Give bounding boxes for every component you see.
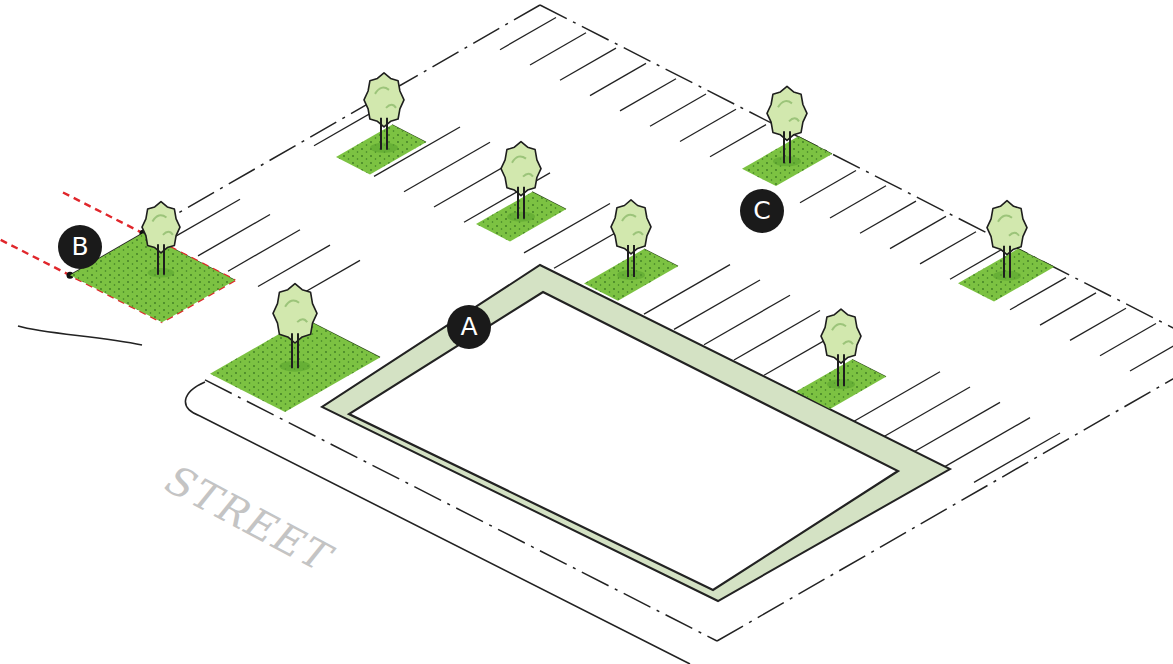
stall-line	[1100, 324, 1156, 356]
stall-line	[800, 171, 856, 203]
stall-line	[1130, 339, 1173, 371]
tree-trunk	[518, 187, 524, 219]
street-curb	[18, 326, 142, 345]
tree-shade	[778, 101, 799, 121]
landscape-island	[796, 359, 886, 409]
stall-line	[830, 186, 886, 218]
tree-shadow	[773, 156, 801, 166]
tree-shade	[998, 215, 1019, 235]
stall-line	[560, 48, 616, 80]
tree-trunk	[628, 245, 634, 277]
stall-line	[710, 125, 766, 157]
stall-line	[674, 280, 760, 329]
stall-line	[884, 387, 970, 436]
stall-line	[890, 216, 946, 248]
street-name: STREET	[158, 456, 340, 582]
stall-line	[944, 418, 1030, 467]
tree-trunk	[784, 131, 790, 163]
tree-shade	[152, 215, 172, 235]
stall-line	[500, 18, 556, 50]
property-line	[146, 5, 540, 232]
tree-shade	[622, 215, 643, 235]
tree-shadow	[148, 268, 175, 278]
tree-shadow	[370, 143, 398, 153]
callout-letter: A	[447, 305, 491, 349]
landscape-island	[742, 137, 832, 187]
stall-line	[860, 201, 916, 233]
tree-trunk	[838, 354, 844, 386]
landscape-island	[584, 249, 678, 301]
tree-trunk	[381, 118, 387, 150]
landscape-island	[958, 249, 1054, 302]
stall-line	[404, 142, 490, 191]
stall-line	[168, 199, 240, 240]
landscape-island	[584, 249, 678, 301]
stall-line	[1070, 308, 1126, 340]
stall-line	[650, 94, 706, 126]
stall-line	[590, 63, 646, 95]
tree-canopy	[273, 284, 317, 343]
stall-line	[974, 433, 1060, 482]
stall-line	[258, 245, 330, 286]
stall-line	[914, 402, 1000, 451]
building-footprint	[349, 292, 898, 590]
stall-line	[620, 79, 676, 111]
stall-line	[680, 109, 736, 141]
landscape-island	[796, 359, 886, 409]
tree-shade	[285, 300, 307, 322]
tree-canopy	[821, 309, 861, 363]
callout-letter: C	[740, 189, 784, 233]
stall-line	[228, 230, 300, 271]
tree-trunk	[1004, 246, 1010, 278]
tree-trunk	[292, 333, 298, 368]
tree-shadow	[507, 212, 535, 222]
tree-shade	[832, 324, 853, 344]
stall-line	[530, 33, 586, 65]
tree-shadow	[827, 379, 855, 389]
tree-shade	[375, 88, 396, 108]
tree-canopy	[142, 202, 180, 253]
stall-line	[1040, 293, 1096, 325]
landscape-island	[476, 192, 566, 242]
tree-shade	[512, 156, 533, 176]
tree-canopy	[767, 86, 807, 140]
building-band	[322, 265, 950, 601]
stall-line	[198, 215, 270, 256]
tree-shadow	[993, 271, 1021, 281]
tree-canopy	[987, 201, 1027, 255]
stall-line	[704, 295, 790, 344]
tree-canopy	[501, 142, 541, 196]
tree-canopy	[364, 73, 404, 127]
tree-trunk	[158, 244, 164, 274]
landscape-island	[742, 137, 832, 187]
stall-line	[734, 311, 820, 360]
stall-line	[920, 232, 976, 264]
landscape-island	[958, 249, 1054, 302]
tree-shadow	[280, 361, 311, 372]
callout-letter: B	[58, 225, 102, 269]
tree-canopy	[611, 200, 651, 254]
property-line	[540, 5, 1173, 362]
landscape-island	[476, 192, 566, 242]
tree-shadow	[617, 270, 645, 280]
